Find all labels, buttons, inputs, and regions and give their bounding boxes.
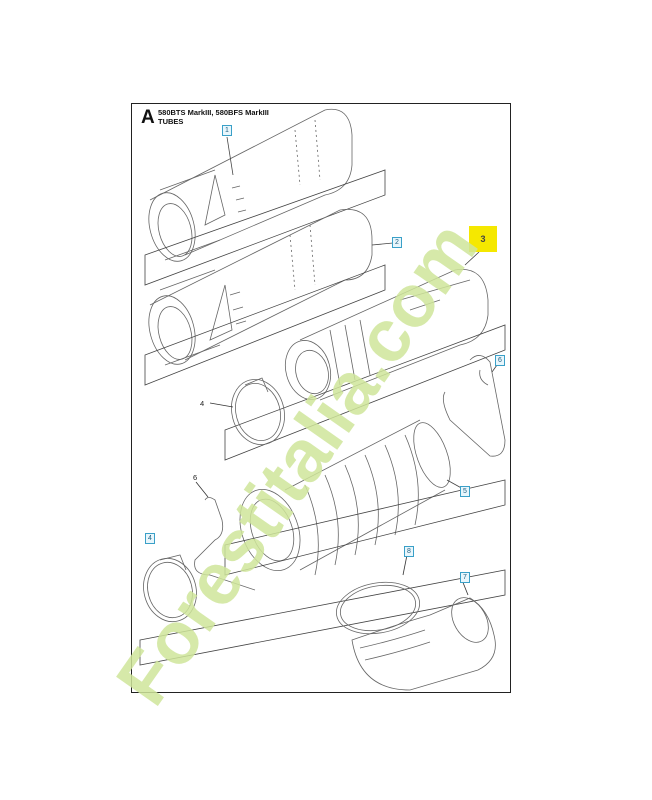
- watermark-text: Forestitalia.com: [100, 207, 494, 719]
- diagram-model-title: 580BTS MarkIII, 580BFS MarkIII: [158, 108, 269, 117]
- callout-2: 2: [392, 237, 402, 248]
- part-6-wire-clip-left: [194, 481, 256, 591]
- callout-5: 5: [460, 486, 470, 497]
- diagram-frame: [131, 103, 511, 693]
- callout-7: 7: [460, 572, 470, 583]
- part-1-nozzle-tube: [148, 108, 353, 262]
- part-5-bellows: [239, 419, 451, 576]
- part-3-adapter-tube: [284, 268, 489, 401]
- section-letter: A: [141, 107, 155, 128]
- part-7-elbow: [351, 579, 496, 691]
- part-6-wire-clip-right: [442, 355, 506, 457]
- callout-6-right: 6: [495, 355, 505, 366]
- part-4-lower-mounting-plane: [139, 569, 506, 666]
- diagram-section-title: TUBES: [158, 117, 184, 126]
- callout-4-lower: 4: [145, 533, 155, 544]
- part-2-mounting-plane: [144, 264, 386, 386]
- part-3-mounting-plane: [224, 324, 506, 461]
- part-4-clamp-lower: [143, 554, 197, 623]
- callout-1: 1: [222, 125, 232, 136]
- callout-8: 8: [404, 546, 414, 557]
- part-5-mounting-plane: [224, 479, 506, 576]
- part-4-clamp: [209, 377, 285, 445]
- callout-3-highlighted: 3: [469, 226, 497, 252]
- callout-6-left: 6: [193, 473, 198, 482]
- callout-4: 4: [200, 399, 205, 408]
- part-2-extension-tube: [148, 208, 373, 366]
- part-1-mounting-plane: [144, 169, 386, 286]
